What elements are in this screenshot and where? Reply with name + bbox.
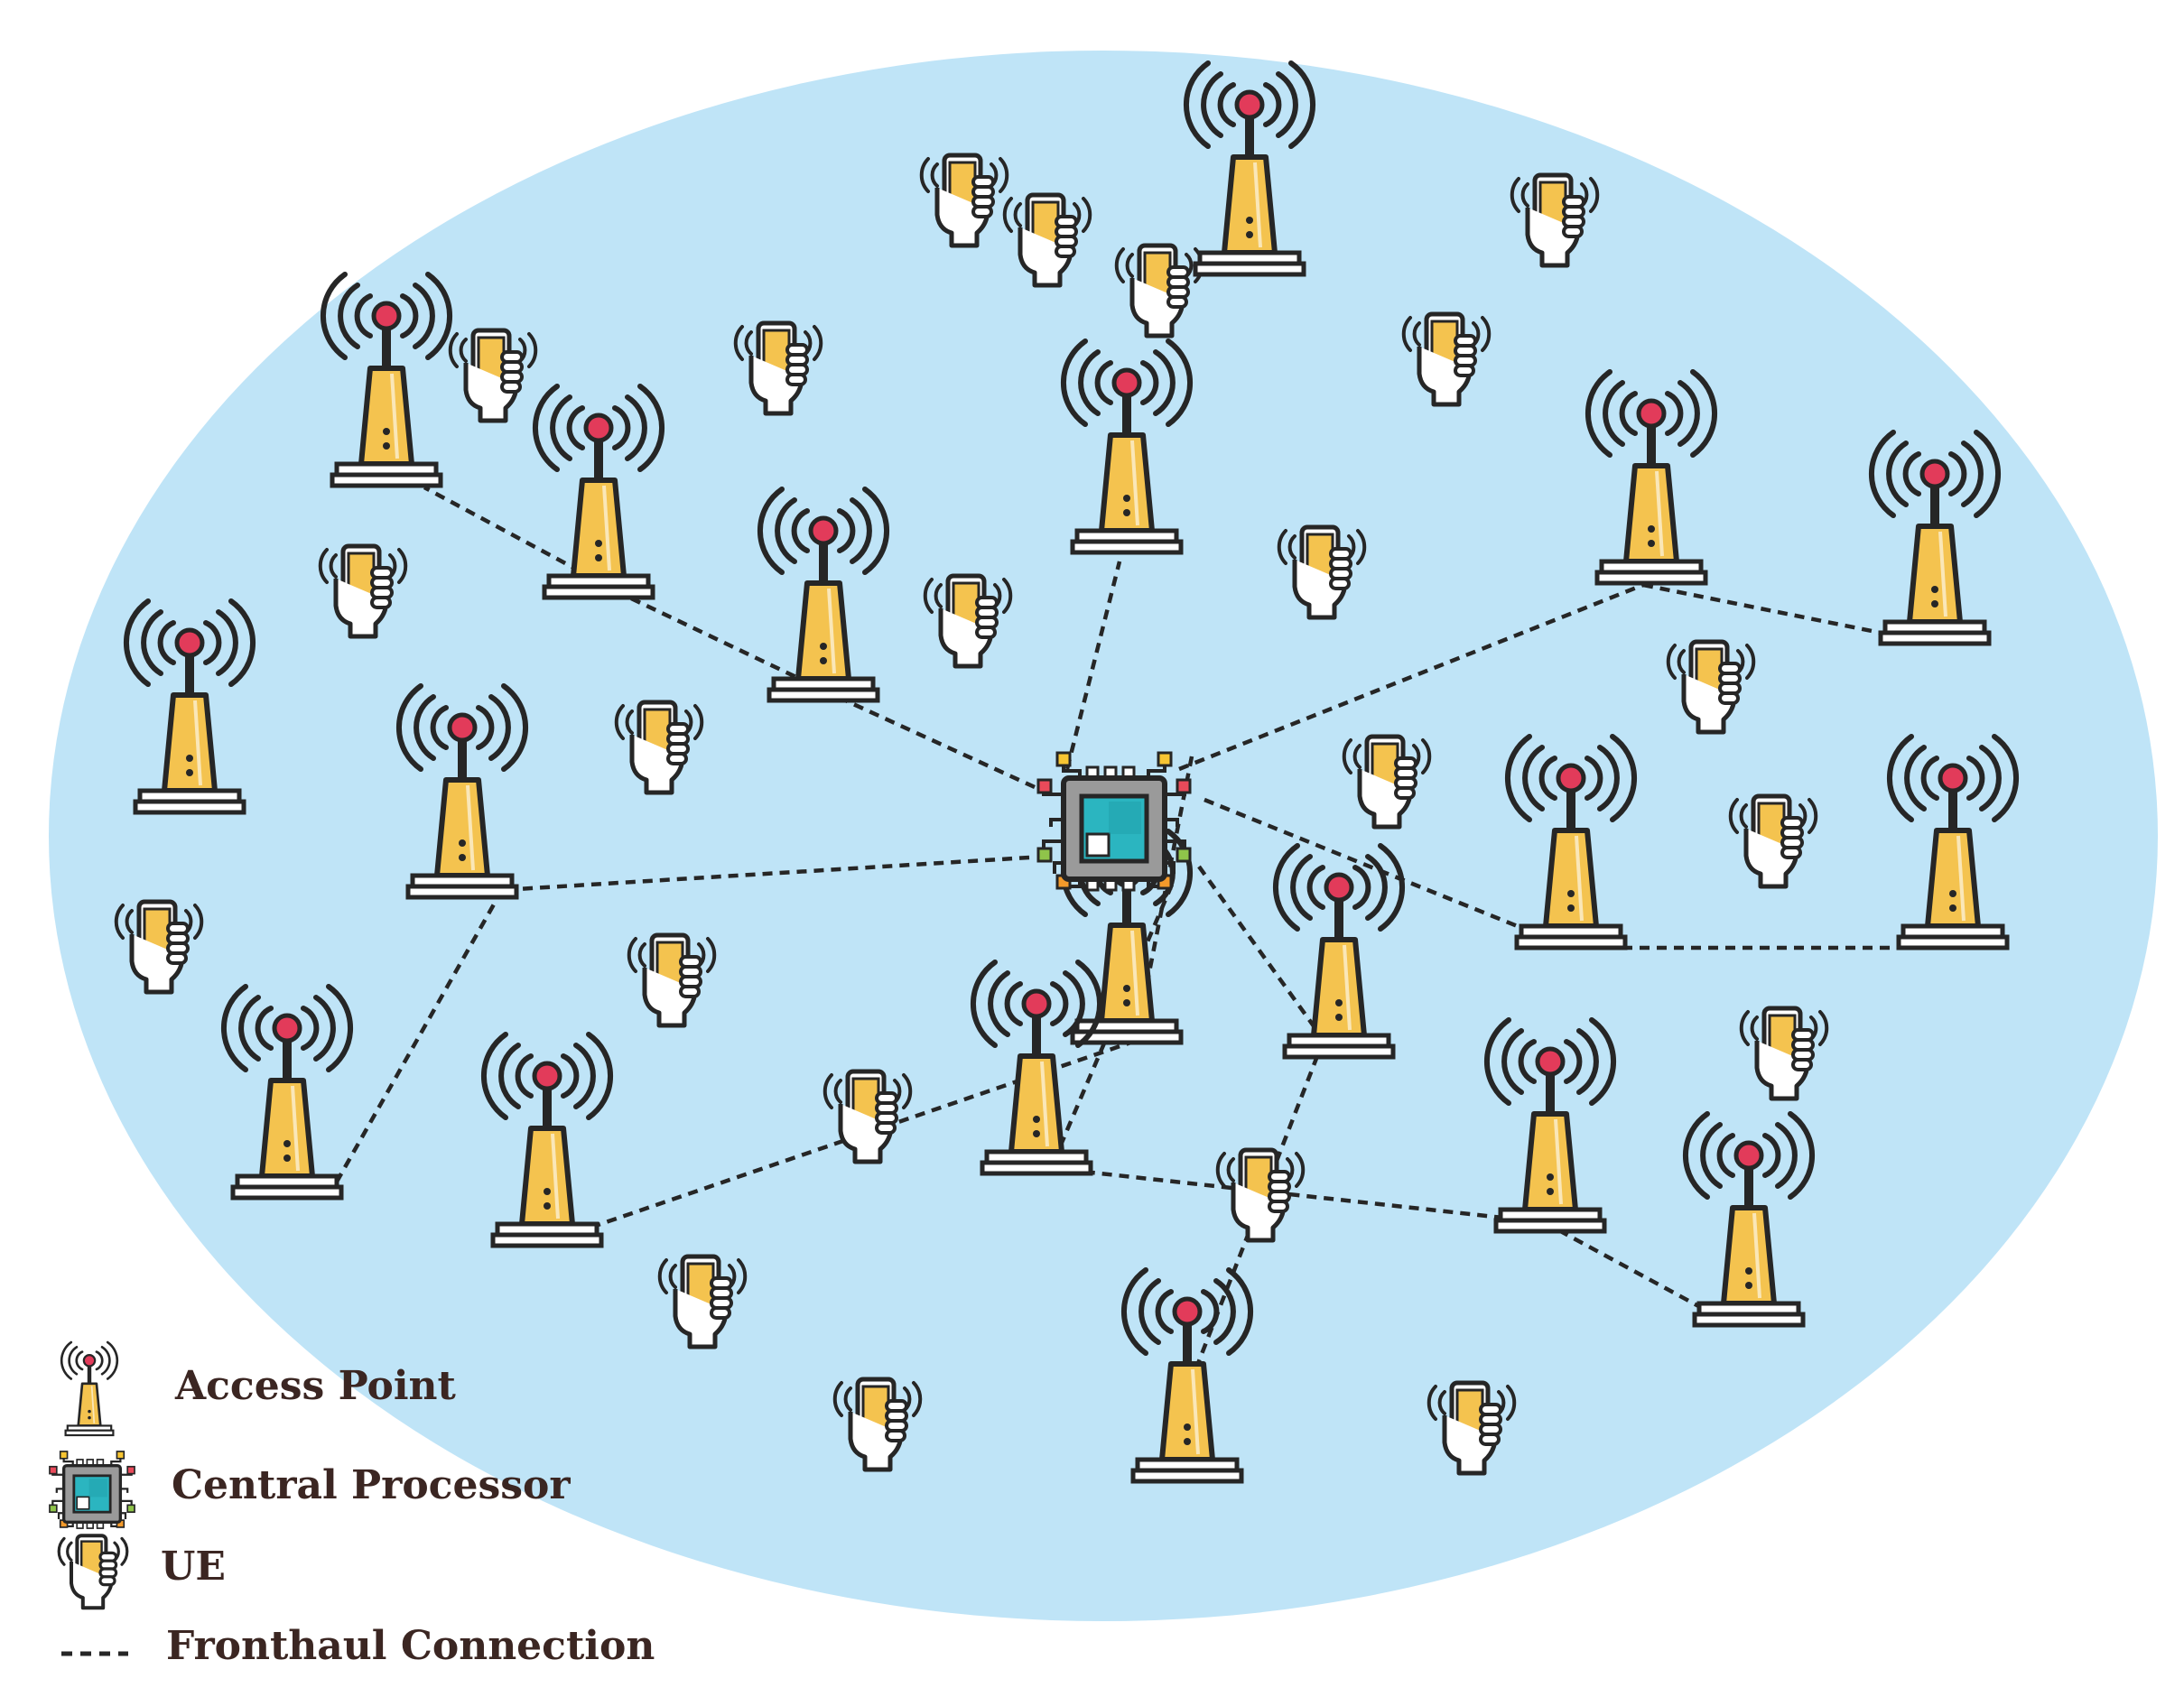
fronthaul-link-cp-ap9 — [1064, 561, 1122, 770]
chip-icon — [48, 1450, 136, 1530]
legend-access-point: Access Point — [60, 1340, 457, 1437]
legend-central-processor-label: Central Processor — [172, 1462, 571, 1508]
fronthaul-link-ap6-ap7 — [327, 888, 504, 1198]
fronthaul-link-ap15-ap16 — [1050, 1165, 1545, 1225]
fronthaul-link-ap16-ap18 — [1542, 1220, 1715, 1316]
legend-access-point-label: Access Point — [174, 1363, 457, 1409]
legend-ue: UE — [59, 1535, 226, 1608]
legend-ue-label: UE — [161, 1544, 226, 1590]
legend-central-processor: Central Processor — [48, 1450, 571, 1530]
fronthaul-link-cp-ap6 — [501, 855, 1030, 893]
fronthaul-link-ap10-ap11 — [1642, 582, 1895, 638]
legend: Access Point Central Processor UE Fronth… — [48, 1340, 655, 1669]
access-point-icon — [60, 1340, 119, 1437]
fronthaul-link-cp-ap12 — [1204, 797, 1572, 951]
fronthaul-link-cp-ap4 — [841, 696, 1036, 790]
fronthaul-link-cp-ap14 — [1197, 865, 1325, 1042]
ue-icon — [59, 1535, 127, 1608]
legend-fronthaul: Fronthaul Connection — [61, 1623, 655, 1669]
fronthaul-link-cp-ap10 — [1178, 582, 1644, 772]
legend-fronthaul-label: Fronthaul Connection — [166, 1623, 655, 1669]
